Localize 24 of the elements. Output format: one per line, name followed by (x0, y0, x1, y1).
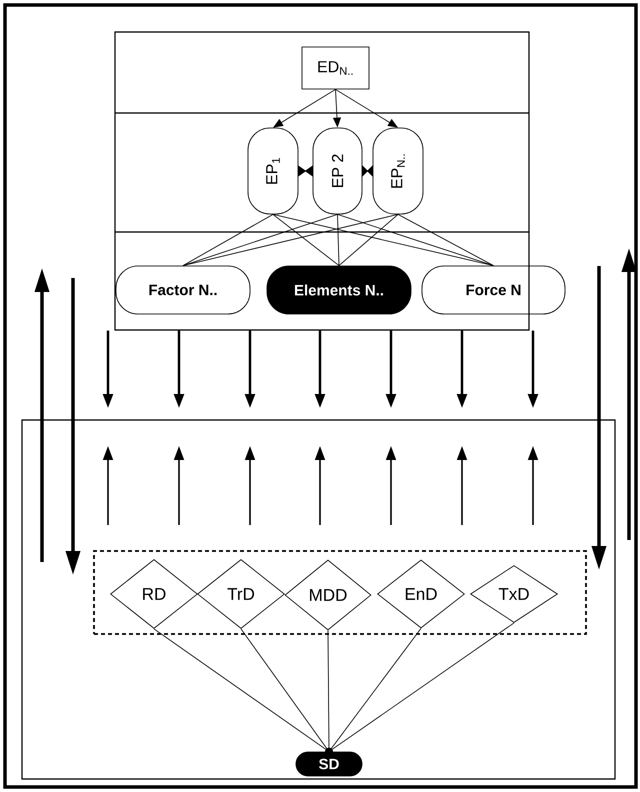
pill-box: Factor N.. (116, 266, 250, 314)
connector-line (272, 214, 494, 266)
pill-box: SD (296, 748, 362, 776)
connector-line (182, 214, 274, 266)
connector-line (272, 214, 340, 266)
panel (114, 31, 530, 331)
arrow (362, 165, 373, 177)
connector-line (328, 628, 422, 752)
connector-line (337, 214, 494, 266)
pill-box: Force N (422, 266, 566, 314)
panel (21, 419, 616, 780)
rounded-box: EP$_{1}$ (248, 128, 298, 214)
connector-line (337, 214, 340, 266)
connector-line (182, 214, 338, 266)
connector-line (240, 628, 330, 752)
pill-box: Elements N.. (266, 266, 412, 314)
connector-line (398, 214, 494, 266)
arrow (298, 165, 313, 177)
rounded-box: EP$_{N..}$ (372, 128, 424, 214)
process-box: ED$_{N..}$ (302, 46, 370, 90)
connector-line (338, 214, 398, 266)
dashed-box (93, 550, 587, 635)
rounded-box: EP 2 (312, 128, 362, 214)
connector-line (182, 214, 398, 266)
